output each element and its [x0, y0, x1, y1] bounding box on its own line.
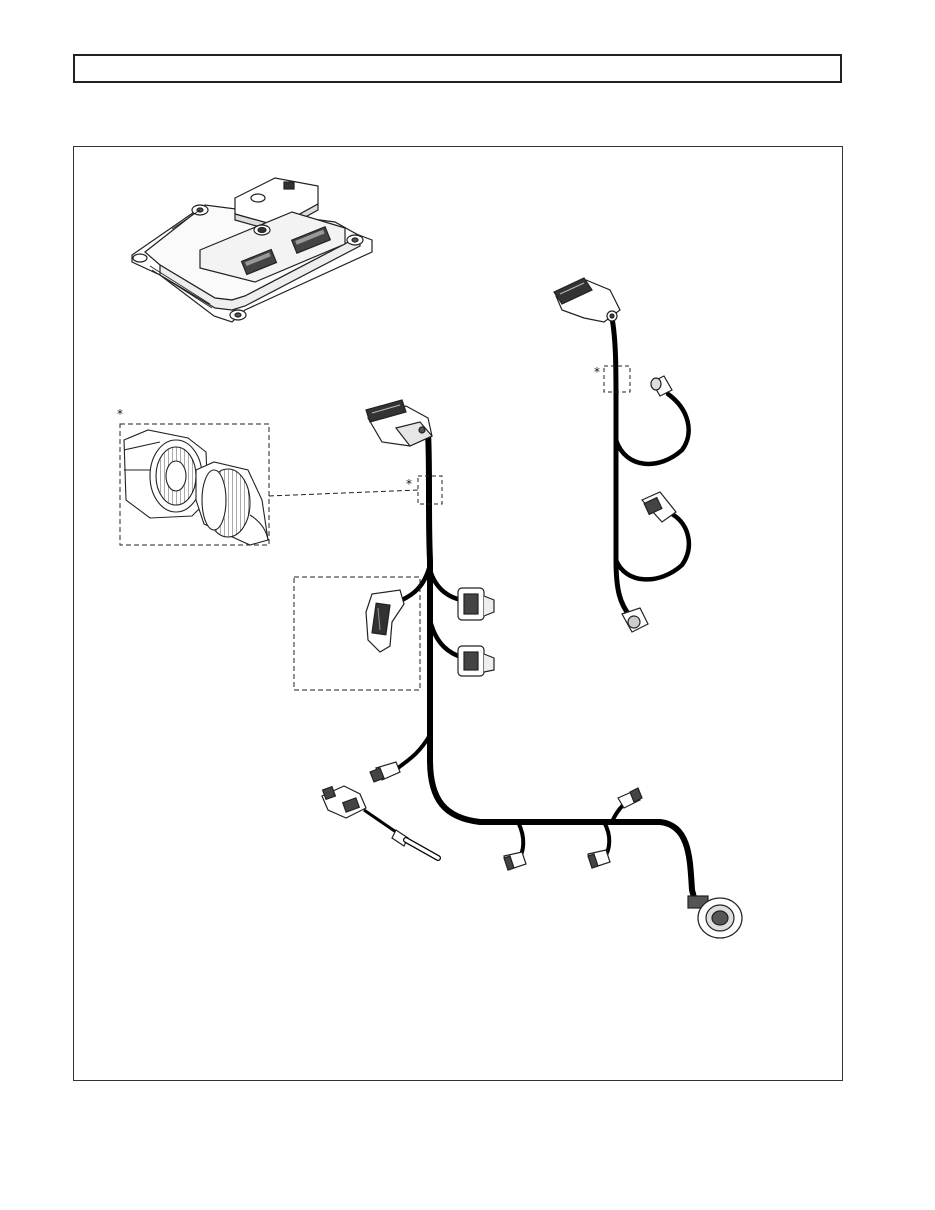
diagram-frame — [73, 146, 843, 1081]
ecu-module — [131, 177, 373, 323]
bottom-connectors — [503, 787, 643, 871]
sensor-connector — [621, 375, 677, 633]
callout-leader — [268, 489, 419, 497]
small-connector — [369, 761, 401, 783]
callout-marker-main: * — [406, 475, 443, 505]
callout-marker: * — [594, 365, 600, 379]
circular-connector — [687, 895, 743, 939]
sensor-connector — [457, 587, 495, 677]
callout-marker: * — [406, 477, 412, 491]
deutsch-connector — [365, 589, 405, 653]
callout-marker: * — [117, 407, 123, 421]
callout-marker-secondary: * — [594, 365, 631, 393]
temperature-probe — [321, 785, 441, 861]
secondary-harness-connector — [553, 277, 621, 323]
title-box — [73, 54, 842, 83]
main-harness-connector — [365, 399, 433, 447]
secondary-harness — [609, 315, 691, 619]
inline-circular-connector-detail: * — [117, 407, 270, 546]
